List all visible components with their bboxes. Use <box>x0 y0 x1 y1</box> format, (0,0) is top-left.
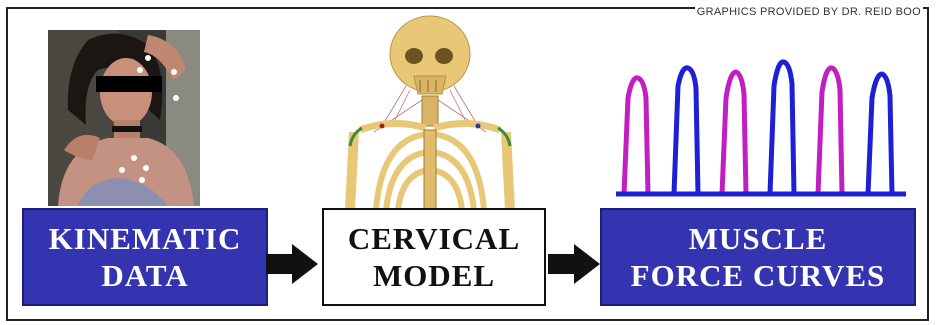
cervical-label-line2: MODEL <box>373 257 495 294</box>
force-curve-magenta-1 <box>624 78 648 194</box>
force-curve-blue-2 <box>770 62 794 194</box>
kinematic-label-line1: KINEMATIC <box>49 220 242 257</box>
force-curve-blue-1 <box>674 68 698 194</box>
cervical-skeleton-model <box>322 14 538 210</box>
muscle-force-curves-box: MUSCLE FORCE CURVES <box>600 208 916 306</box>
kinematic-label-line2: DATA <box>101 257 188 294</box>
cervical-label-line1: CERVICAL <box>348 220 520 257</box>
right-arrow-icon <box>264 242 320 286</box>
cervical-model-box: CERVICAL MODEL <box>322 208 546 306</box>
muscle-force-curves <box>612 58 910 202</box>
muscle-label-line1: MUSCLE <box>689 220 828 257</box>
force-curve-magenta-2 <box>722 72 746 194</box>
right-arrow-icon <box>546 242 602 286</box>
kinematic-photo <box>48 30 200 206</box>
kinematic-data-box: KINEMATIC DATA <box>22 208 268 306</box>
force-curve-blue-3 <box>868 74 892 194</box>
eye-censor-bar <box>96 76 162 92</box>
credit-text: GRAPHICS PROVIDED BY DR. REID BOO <box>695 6 923 18</box>
force-curve-magenta-3 <box>818 68 842 194</box>
muscle-label-line2: FORCE CURVES <box>631 257 886 294</box>
